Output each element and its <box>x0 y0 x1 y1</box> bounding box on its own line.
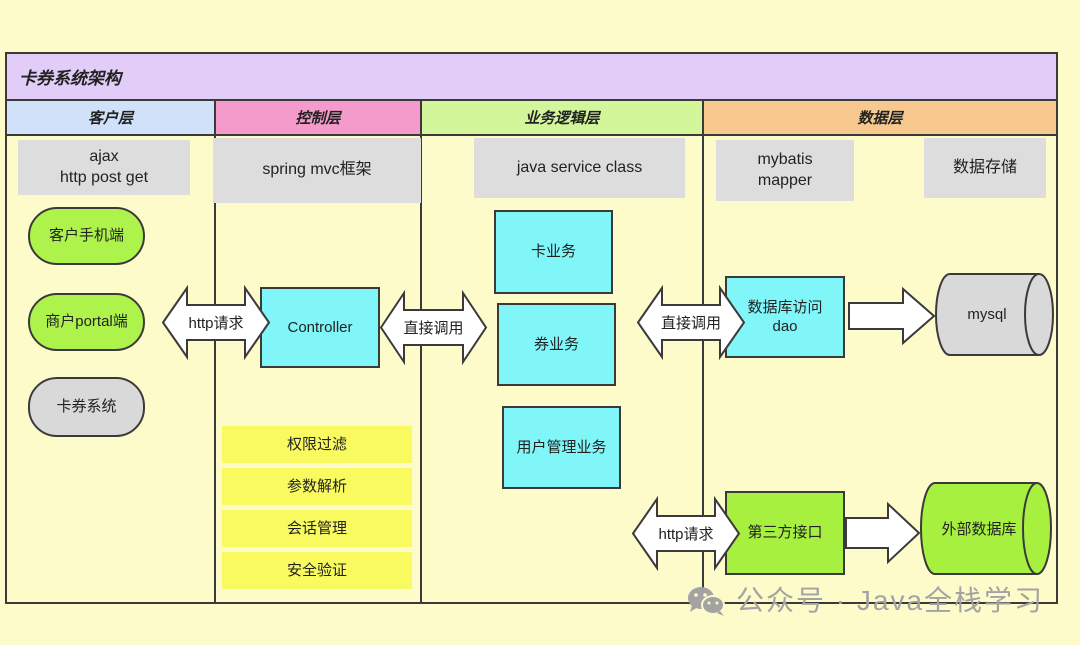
http-request-arrow: http请求 <box>631 495 741 572</box>
service-coupon: 券业务 <box>497 303 616 386</box>
tech-line: http post get <box>59 168 149 186</box>
tech-line: mybatis <box>757 150 813 168</box>
mysql-cylinder: mysql <box>935 273 1054 356</box>
double-arrow-shape <box>631 495 741 572</box>
control-tech-box: spring mvc框架 <box>213 138 421 203</box>
external-database-label: 外部数据库 <box>941 521 1017 538</box>
direct-call-arrow: 直接调用 <box>636 284 746 361</box>
data-tech-box: mybatis mapper <box>716 140 854 201</box>
column-divider <box>702 135 704 603</box>
tech-line: ajax <box>89 147 119 165</box>
third-party-box: 第三方接口 <box>725 491 845 575</box>
dao-box: 数据库访问 dao <box>725 276 845 358</box>
client-node-merchant-portal: 商户portal端 <box>28 293 145 351</box>
tech-line: mapper <box>757 171 813 189</box>
arrow-label: 直接调用 <box>403 320 464 337</box>
direct-call-arrow: 直接调用 <box>379 289 488 366</box>
service-user-management: 用户管理业务 <box>502 406 621 489</box>
feature-session-management: 会话管理 <box>222 510 412 547</box>
header-data-layer: 数据层 <box>702 99 1058 136</box>
feature-permission-filter: 权限过滤 <box>222 426 412 463</box>
cylinder-shape <box>935 273 1054 356</box>
right-arrow <box>845 501 921 565</box>
arrow-label: http请求 <box>188 315 244 332</box>
right-arrow <box>848 286 936 346</box>
dao-line: dao <box>772 318 798 335</box>
wechat-icon <box>688 587 725 616</box>
watermark-text: 公众号 · Java全栈学习 <box>736 585 1045 616</box>
arrow-label: 直接调用 <box>660 315 721 332</box>
controller-box: Controller <box>260 287 380 368</box>
watermark: 公众号 · Java全栈学习 <box>686 584 1056 618</box>
header-client-layer: 客户层 <box>5 99 216 136</box>
client-node-mobile: 客户手机端 <box>28 207 145 265</box>
right-arrow-shape <box>845 501 921 565</box>
double-arrow-shape <box>636 284 746 361</box>
feature-security-verification: 安全验证 <box>222 552 412 589</box>
service-card: 卡业务 <box>494 210 613 294</box>
column-divider <box>214 135 216 603</box>
feature-parameter-parsing: 参数解析 <box>222 468 412 505</box>
client-node-coupon-system: 卡券系统 <box>28 377 145 437</box>
database-label: mysql <box>967 306 1007 323</box>
diagram-title: 卡券系统架构 <box>19 69 121 88</box>
right-arrow-shape <box>848 286 936 346</box>
arrow-label: http请求 <box>658 526 714 543</box>
business-tech-box: java service class <box>474 138 685 198</box>
double-arrow-shape <box>161 284 271 361</box>
header-control-layer: 控制层 <box>214 99 422 136</box>
client-tech-box: ajax http post get <box>18 140 190 195</box>
external-database-cylinder: 外部数据库 <box>920 482 1052 575</box>
dao-line: 数据库访问 <box>747 298 823 316</box>
header-business-layer: 业务逻辑层 <box>420 99 704 136</box>
double-arrow-shape <box>379 289 488 366</box>
http-request-arrow: http请求 <box>161 284 271 361</box>
column-divider <box>420 135 422 603</box>
storage-box: 数据存储 <box>924 138 1046 198</box>
title-bar: 卡券系统架构 <box>5 52 1058 101</box>
cylinder-shape <box>920 482 1052 575</box>
